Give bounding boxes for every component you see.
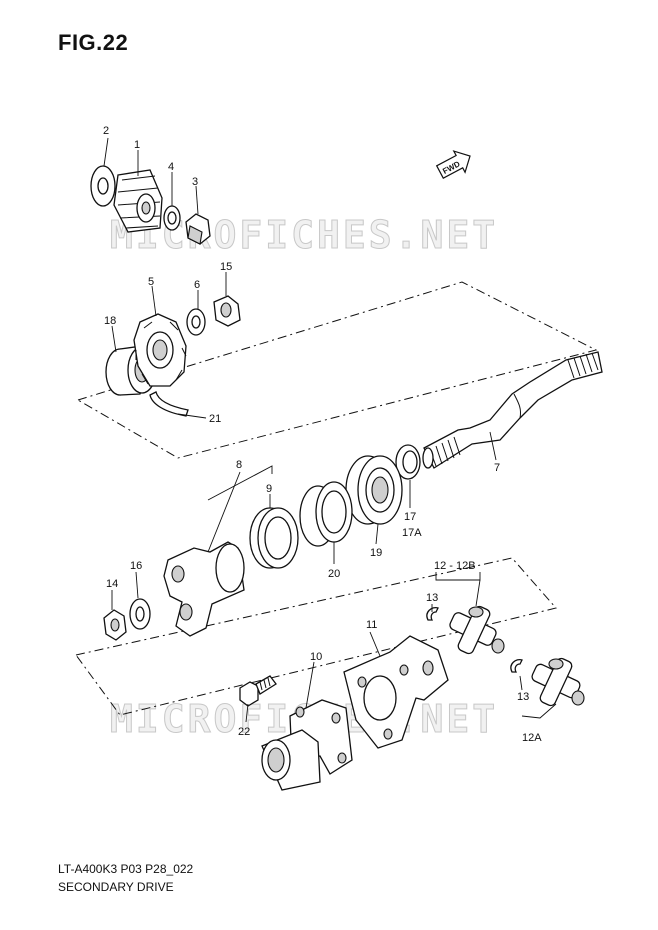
universal-joint-part-12 xyxy=(449,605,505,655)
callout-17a: 17A xyxy=(402,527,422,539)
bevel-gear-part-1 xyxy=(113,169,163,233)
universal-joint-part-12a xyxy=(531,657,585,707)
callout-2: 2 xyxy=(103,125,109,137)
callout-8: 8 xyxy=(236,459,242,471)
yoke-part-8 xyxy=(163,541,245,637)
callout-22: 22 xyxy=(238,726,250,738)
clip-part-21 xyxy=(149,391,189,417)
washer-part-6 xyxy=(186,308,206,336)
callout-13-upper: 13 xyxy=(426,592,438,604)
washer-part-2 xyxy=(90,165,116,207)
oil-seal-part-17 xyxy=(395,444,421,480)
callout-11: 11 xyxy=(366,619,377,631)
callout-7: 7 xyxy=(494,462,500,474)
callout-3: 3 xyxy=(192,176,198,188)
callout-13-lower: 13 xyxy=(517,691,529,703)
spacer-part-4 xyxy=(163,205,181,231)
figure-code: LT-A400K3 P03 P28_022 xyxy=(58,862,194,876)
callout-15: 15 xyxy=(220,261,232,273)
circlip-part-13-upper xyxy=(426,606,439,621)
nut-part-3 xyxy=(185,213,211,245)
flange-yoke-part-11 xyxy=(343,635,449,749)
propshaft-group-frame xyxy=(75,557,557,716)
output-shaft-part-7 xyxy=(422,351,603,469)
callout-9: 9 xyxy=(266,483,272,495)
callout-12-12b: 12 - 12B xyxy=(434,560,476,572)
callout-labels: 2 1 4 3 5 6 15 18 21 7 8 9 17 17A 19 20 … xyxy=(103,125,542,744)
flange-part-10 xyxy=(261,699,353,791)
callout-10: 10 xyxy=(310,651,322,663)
callout-17: 17 xyxy=(404,511,416,523)
callout-18: 18 xyxy=(104,315,116,327)
callout-12a: 12A xyxy=(522,732,542,744)
output-shaft-group-frame xyxy=(76,281,598,459)
callout-20: 20 xyxy=(328,568,340,580)
washer-part-16 xyxy=(129,598,151,630)
callout-19: 19 xyxy=(370,547,382,559)
nut-part-15 xyxy=(213,295,241,327)
leader-lines xyxy=(103,137,557,723)
figure-name: SECONDARY DRIVE xyxy=(58,880,174,894)
callout-21: 21 xyxy=(209,413,221,425)
bearing-part-19 xyxy=(345,455,403,525)
callout-16: 16 xyxy=(130,560,142,572)
seal-ring-part-9 xyxy=(249,507,299,569)
forward-arrow-icon: FWD xyxy=(435,150,471,179)
driven-gear-part-5 xyxy=(133,313,187,387)
callout-5: 5 xyxy=(148,276,154,288)
circlip-part-13-lower xyxy=(510,658,523,673)
figure-title: FIG.22 xyxy=(58,30,129,55)
bolt-part-22 xyxy=(239,675,277,707)
callout-1: 1 xyxy=(134,139,140,151)
callout-4: 4 xyxy=(168,161,174,173)
spacer-ring-part-20 xyxy=(299,481,353,547)
nut-part-14 xyxy=(103,609,127,641)
callout-14: 14 xyxy=(106,578,118,590)
callout-6: 6 xyxy=(194,279,200,291)
